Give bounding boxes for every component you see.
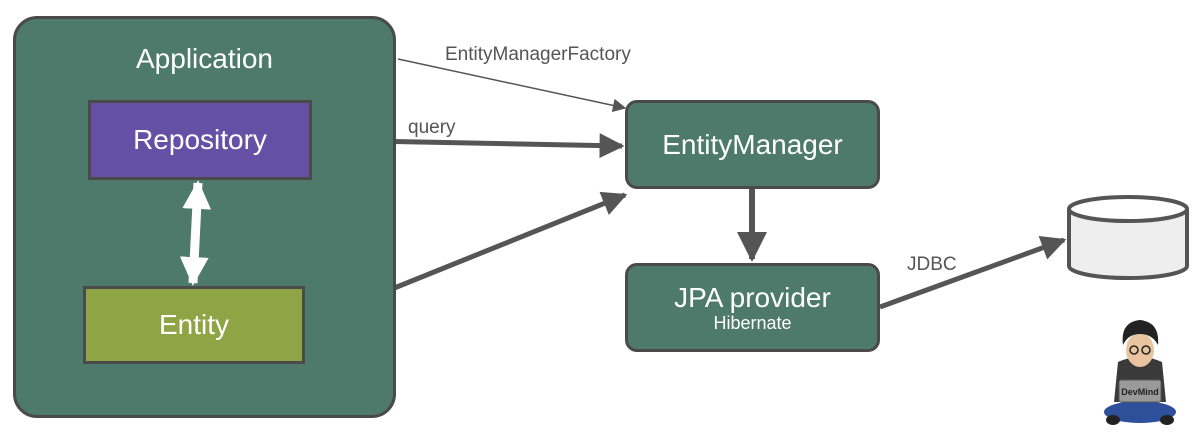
factory-edge-label: EntityManagerFactory xyxy=(445,44,631,65)
jpa-provider-label: JPA provider xyxy=(674,281,831,313)
entity-manager-box: EntityManager xyxy=(625,100,880,189)
entity-manager-label: EntityManager xyxy=(662,128,843,160)
jpa-provider-box: JPA provider Hibernate xyxy=(625,263,880,352)
repository-label: Repository xyxy=(133,124,267,155)
repository-entity-arrow xyxy=(179,180,212,286)
database-icon xyxy=(1067,195,1189,280)
jdbc-edge-label: JDBC xyxy=(907,254,957,275)
jdbc-arrow xyxy=(879,235,1067,310)
jpa-provider-sublabel: Hibernate xyxy=(713,312,792,333)
devmind-logo: DevMind xyxy=(1104,320,1176,425)
query-edge-label: query xyxy=(408,117,456,138)
entity-box: Entity xyxy=(83,286,305,364)
logo-text: DevMind xyxy=(1121,387,1159,397)
repository-box: Repository xyxy=(88,100,312,180)
entity-label: Entity xyxy=(158,309,230,340)
factory-arrow xyxy=(397,58,627,113)
application-label: Application xyxy=(136,43,273,74)
